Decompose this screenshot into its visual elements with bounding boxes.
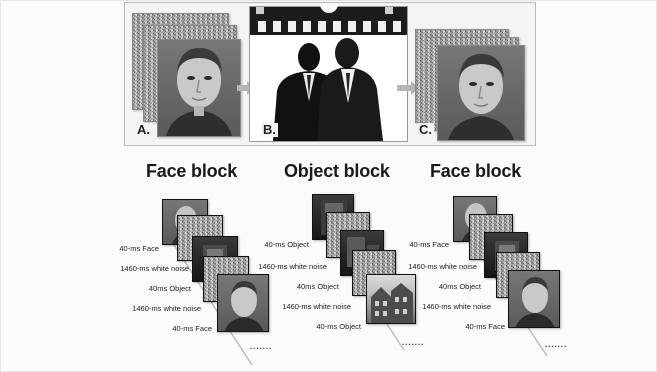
sequence-label: 40-ms Object <box>316 322 361 331</box>
sequence-label: 40-ms Face <box>409 240 449 249</box>
sequence-label: 1460-ms white noise <box>408 262 477 271</box>
face-image <box>508 270 560 328</box>
sequence-label: 40-ms Object <box>264 240 309 249</box>
sequence-label: 40-ms Face <box>465 322 505 331</box>
face-image <box>217 274 269 332</box>
sequence-label: 1460-ms white noise <box>120 264 189 273</box>
building-image <box>366 274 416 324</box>
sequence-label: 40ms Object <box>297 282 339 291</box>
continuation-dots: ······· <box>545 342 567 351</box>
sequence-label: 40ms Object <box>149 284 191 293</box>
sequence-label: 40-ms Face <box>172 324 212 333</box>
continuation-dots: ······· <box>402 340 424 349</box>
sequence-label: 1460-ms white noise <box>132 304 201 313</box>
sequence-label: 1460-ms white noise <box>422 302 491 311</box>
sequence-label: 40ms Object <box>439 282 481 291</box>
sequence-label: 40-ms Face <box>119 244 159 253</box>
sequence-label: 1460-ms white noise <box>258 262 327 271</box>
continuation-dots: ······· <box>250 344 272 353</box>
sequence-label: 1460-ms white noise <box>282 302 351 311</box>
